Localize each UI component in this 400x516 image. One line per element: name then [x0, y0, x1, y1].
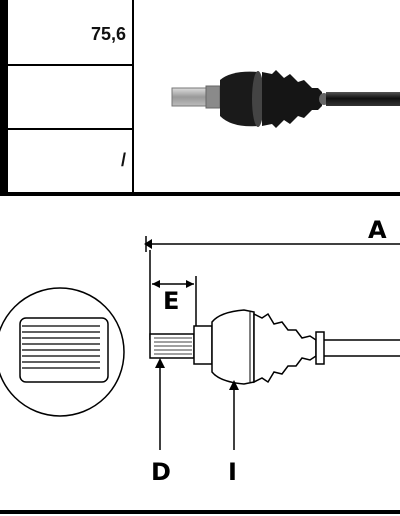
section-divider: [0, 192, 400, 196]
detail-spline-teeth: [22, 325, 100, 369]
table-left-border: [0, 0, 8, 196]
spec-table: 75,6 /: [0, 0, 400, 196]
label-d: D: [151, 458, 171, 486]
shaft-bar: [326, 92, 400, 106]
shaft-photo-group: [171, 70, 400, 128]
leader-i: I: [228, 380, 239, 486]
label-e: E: [163, 287, 179, 315]
label-i: I: [228, 458, 237, 486]
dimension-a: A: [144, 216, 400, 252]
leader-d: D: [151, 358, 171, 486]
row-separator: [8, 64, 132, 66]
bellows-outline: [253, 312, 317, 384]
joint-housing-outline: [211, 309, 255, 385]
shaft-outline: [149, 309, 400, 385]
bottom-border: [0, 510, 400, 514]
row-separator: [8, 128, 132, 130]
boot: [262, 70, 322, 128]
clamp-outline: [315, 331, 325, 365]
drive-shaft-photo: [171, 70, 400, 128]
label-a: A: [368, 216, 387, 244]
spline-detail: [0, 287, 125, 417]
spec-value-1: 75,6: [90, 24, 126, 44]
dimension-e: E: [149, 250, 197, 340]
joint-housing: [220, 71, 258, 127]
collar: [193, 325, 213, 365]
spec-value-3: /: [120, 150, 126, 170]
table-left-column: [8, 0, 134, 192]
joint-ring: [252, 71, 264, 127]
